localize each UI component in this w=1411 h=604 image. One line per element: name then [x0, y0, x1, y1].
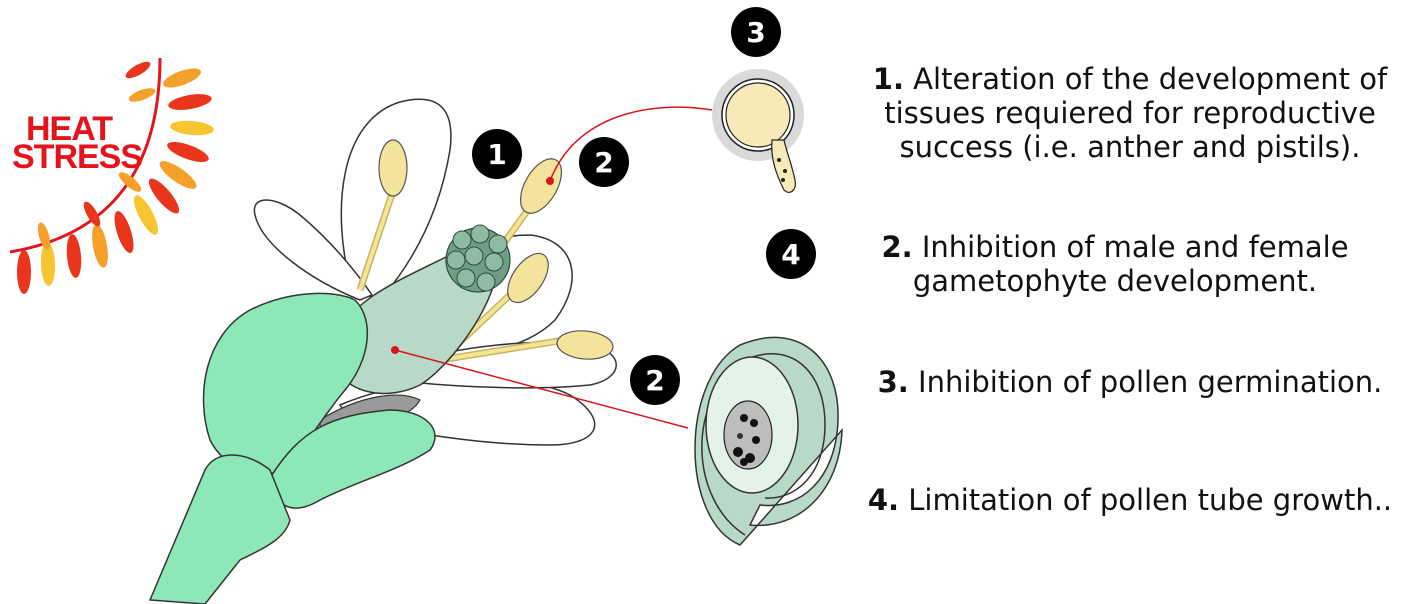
legend-item-2: 2. Inhibition of male and female gametop… [850, 230, 1380, 298]
legend-item-3-number: 3. [877, 365, 909, 399]
petal-left [253, 199, 374, 301]
anther-back [378, 139, 408, 197]
legend-item-4-number: 4. [867, 483, 900, 517]
leader-dot-ovary [391, 346, 399, 354]
badge-1-label: 1 [487, 138, 506, 171]
stamen-right [439, 330, 614, 364]
receptacle [269, 409, 436, 509]
badge-2-bottom: 2 [630, 355, 680, 405]
stamen-back [356, 139, 408, 292]
badge-2-top: 2 [579, 137, 629, 187]
badge-3: 3 [731, 7, 781, 57]
badge-1: 1 [472, 129, 522, 179]
badge-2-bottom-label: 2 [645, 364, 664, 397]
leader-line-pollen [549, 106, 713, 182]
leader-line-ovule [394, 349, 689, 429]
legend-item-1: 1. Alteration of the development of tiss… [850, 62, 1410, 164]
stem [148, 454, 291, 604]
legend-item-2-number: 2. [881, 230, 913, 264]
pollen-grain-icon [712, 69, 804, 193]
logo-line2: STRESS [12, 138, 142, 176]
legend-item-4: 4. Limitation of pollen tube growth.. [850, 483, 1410, 517]
badge-4-label: 4 [781, 238, 800, 271]
leader-dot-anther [546, 177, 554, 185]
anther-right [556, 330, 614, 360]
anther-top [519, 158, 563, 214]
legend-item-3: 3. Inhibition of pollen germination. [850, 365, 1410, 399]
legend-item-4-text: Limitation of pollen tube growth.. [899, 483, 1393, 517]
legend-item-2-text: Inhibition of male and female gametophyt… [912, 230, 1349, 298]
logo-line1: HEAT [26, 110, 113, 148]
badge-3-label: 3 [746, 16, 765, 49]
legend-item-1-number: 1. [872, 62, 904, 96]
legend-item-1-text: Alteration of the development of tissues… [884, 62, 1388, 164]
stigma [445, 224, 511, 293]
legend-item-3-text: Inhibition of pollen germination. [908, 365, 1383, 399]
petal-back [340, 98, 452, 301]
badge-4: 4 [766, 229, 816, 279]
flame-leaves-icon [17, 61, 214, 294]
anther-mid [507, 252, 549, 304]
heat-stress-logo: HEAT STRESS [9, 57, 214, 294]
badge-2-top-label: 2 [594, 146, 613, 179]
ovule-icon [694, 336, 843, 546]
